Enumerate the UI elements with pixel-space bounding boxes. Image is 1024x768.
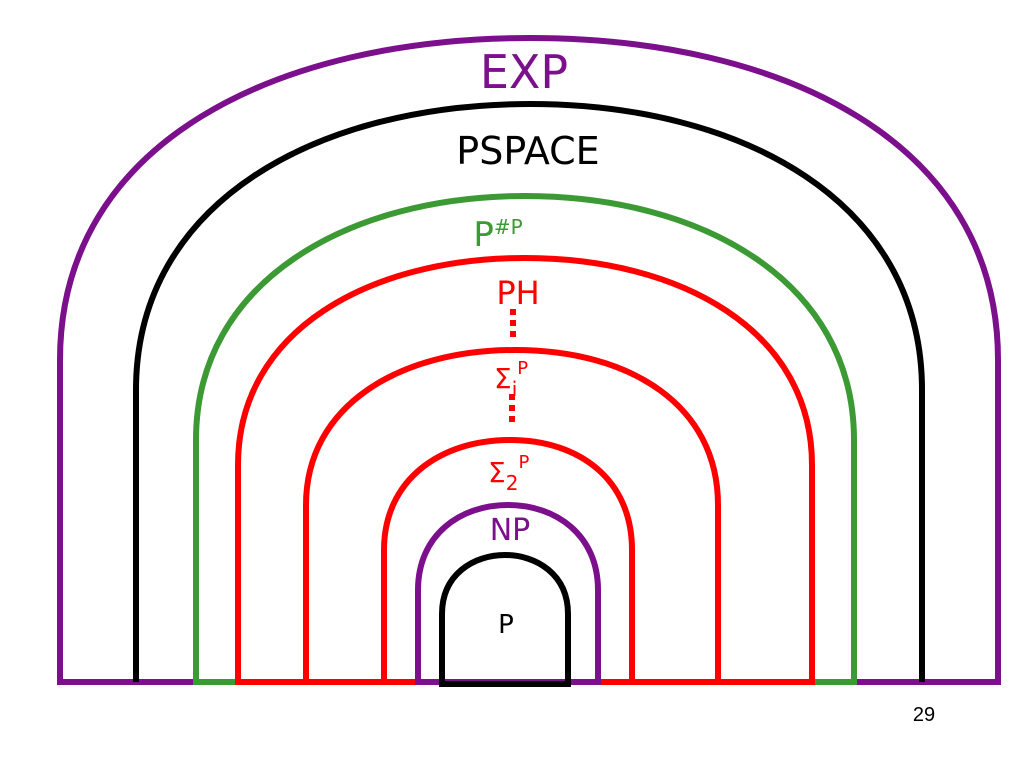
ellipsis-lower [509,394,515,422]
p-boundary [439,551,571,687]
psharpp-label: P#P [473,215,522,255]
np-boundary [415,501,601,685]
psharpp-boundary [193,192,857,685]
ph-boundary [235,254,815,685]
sigma-2-boundary [381,436,635,685]
p-label: P [498,610,514,640]
sigma-i-label: ΣiP [494,358,528,401]
ellipsis-dot [509,405,515,411]
exp-label: EXP [480,45,568,99]
ellipsis-dot [510,320,516,326]
ellipsis-dot [510,309,516,315]
pspace-boundary [133,100,925,682]
ph-label: PH [496,274,539,312]
ellipsis-dot [509,394,515,400]
slide-number: 29 [912,704,936,726]
sigma-i-boundary [303,346,721,685]
exp-boundary [57,34,1001,685]
pspace-label: PSPACE [456,129,599,173]
ellipsis-dot [509,416,515,422]
ellipsis-dot [510,331,516,337]
ellipsis-upper [510,309,516,337]
np-label: NP [490,513,531,548]
sigma-2-label: Σ2P [488,452,529,495]
